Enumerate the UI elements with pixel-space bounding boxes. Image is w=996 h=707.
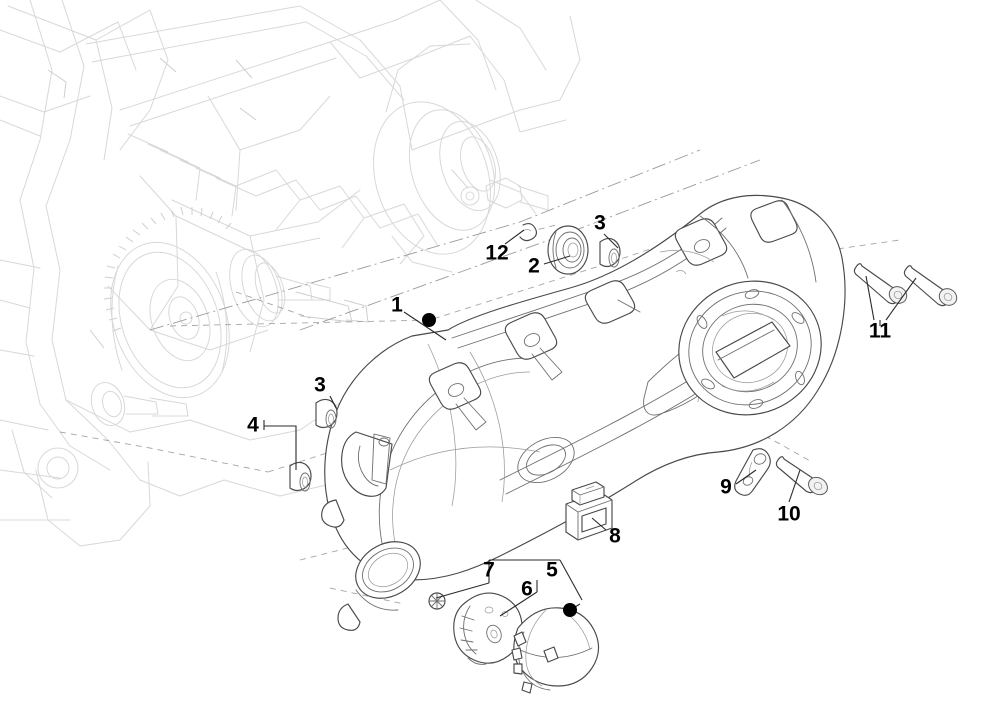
callout-label-8: 8 — [609, 525, 621, 548]
callout-label-11: 11 — [869, 320, 892, 343]
cover-bolt-lug — [584, 280, 641, 324]
bolt — [853, 263, 908, 305]
cover-bolt-lug — [750, 200, 798, 243]
callout-label-1: 1 — [391, 294, 403, 317]
callout-label-10: 10 — [777, 503, 800, 526]
cover-bolt-lug — [674, 218, 728, 266]
part-transmission-cover[interactable] — [321, 194, 846, 631]
part-oil-filler-cap[interactable] — [511, 607, 600, 694]
callout-label-5: 5 — [546, 559, 558, 582]
part-bushing-mid[interactable] — [315, 398, 338, 429]
part-bushing-lower[interactable] — [289, 461, 312, 492]
part-circlip[interactable] — [519, 222, 538, 242]
cover-output-flange — [678, 280, 822, 416]
callout-label-12: 12 — [485, 242, 508, 265]
callout-label-3b: 3 — [314, 374, 326, 397]
cover-bolt-lug — [504, 312, 563, 381]
cover-kickstart-boss — [341, 431, 393, 497]
part-bolt-pair[interactable] — [853, 263, 960, 309]
cover-bolt-lug — [428, 362, 487, 431]
part-bearing[interactable] — [547, 225, 589, 275]
callout-label-6: 6 — [521, 578, 533, 601]
callout-label-3a: 3 — [594, 212, 606, 235]
callout-label-9: 9 — [720, 476, 732, 499]
callout-label-7: 7 — [483, 559, 495, 582]
callout-dot-5 — [563, 603, 577, 617]
bolt — [903, 265, 958, 307]
callout-dot-1 — [422, 313, 436, 327]
part-bolt-single[interactable] — [775, 456, 830, 498]
callout-label-2: 2 — [528, 255, 540, 278]
callout-label-4: 4 — [247, 414, 259, 437]
part-inner-cap[interactable] — [453, 592, 523, 665]
part-connector-clip[interactable] — [565, 481, 613, 541]
cover-crank-flange — [355, 541, 421, 611]
